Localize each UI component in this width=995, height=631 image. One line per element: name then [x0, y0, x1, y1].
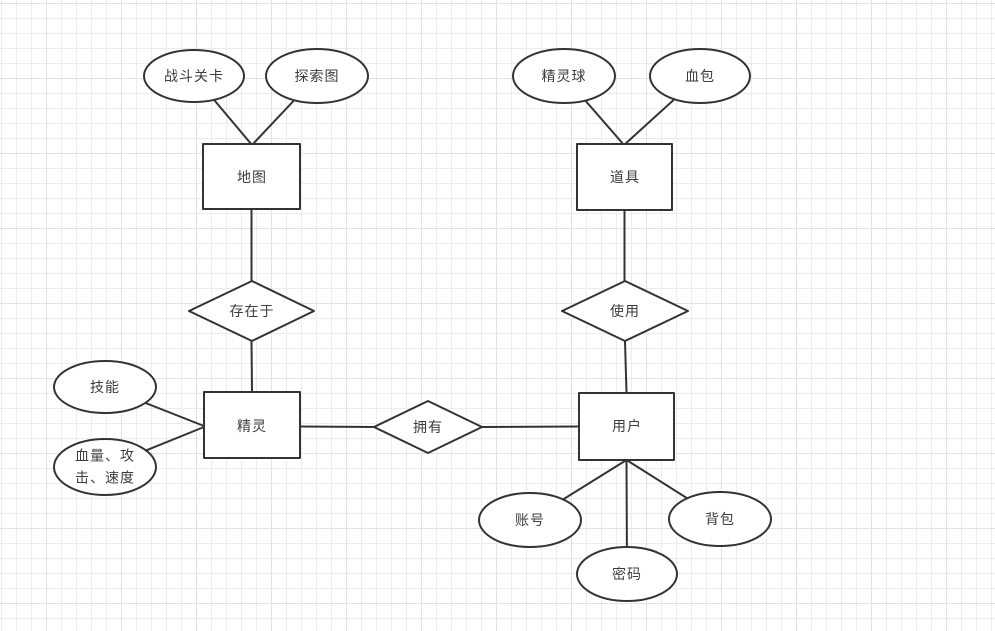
relationship-exists-in[interactable]	[188, 280, 315, 342]
attribute-explore-map[interactable]	[265, 48, 369, 104]
entity-sprite[interactable]	[203, 391, 301, 459]
relationship-owns[interactable]	[373, 400, 483, 454]
attribute-stats[interactable]	[53, 438, 157, 496]
attribute-battle-level[interactable]	[143, 49, 245, 103]
edge-owns-user[interactable]	[480, 425, 580, 428]
attribute-skill[interactable]	[53, 360, 157, 414]
attribute-pokeball[interactable]	[512, 48, 616, 104]
edge-uses-user[interactable]	[624, 340, 628, 394]
edge-sprite-owns[interactable]	[299, 425, 377, 428]
entity-item[interactable]	[576, 143, 673, 211]
relationship-uses[interactable]	[561, 280, 689, 342]
attribute-backpack[interactable]	[668, 491, 772, 547]
entity-user[interactable]	[578, 392, 675, 461]
attribute-health-pack[interactable]	[649, 48, 751, 104]
attribute-account[interactable]	[478, 492, 582, 548]
entity-map[interactable]	[202, 143, 301, 210]
edge-exists-in-sprite[interactable]	[250, 340, 253, 393]
attribute-password[interactable]	[576, 546, 678, 602]
